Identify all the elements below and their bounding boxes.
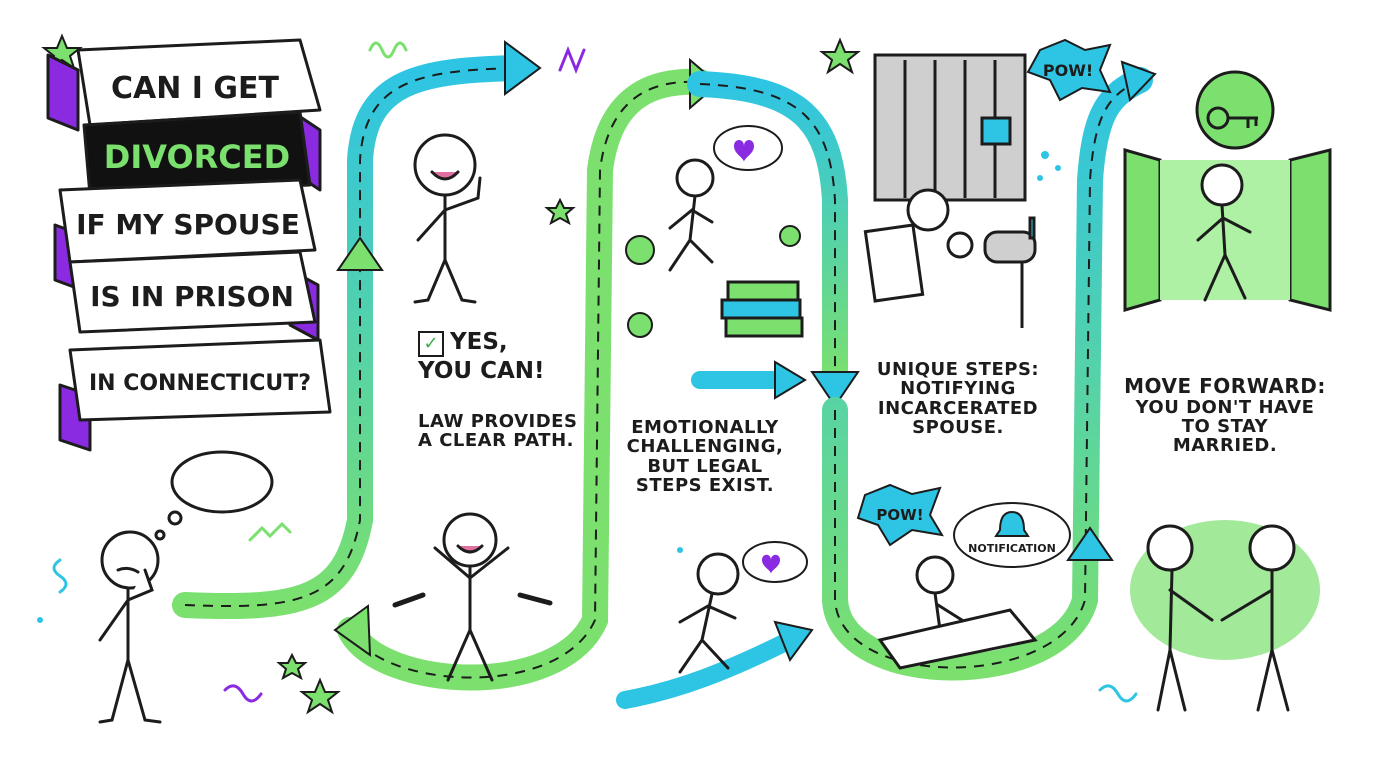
move-line2: YOU DON'T HAVE: [1135, 396, 1315, 418]
unique-steps-text: UNIQUE STEPS: NOTIFYING INCARCERATED SPO…: [868, 360, 1048, 438]
chain-breaking-person: [392, 512, 553, 682]
move-line1: MOVE FORWARD:: [1124, 374, 1326, 398]
yes-body-line2: A CLEAR PATH.: [418, 430, 574, 452]
arrowhead-up-1: [336, 236, 384, 271]
title-line-2: DIVORCED: [104, 138, 290, 176]
heart-icon-bottom: [762, 554, 780, 574]
bell-icon: [994, 510, 1030, 537]
pow-burst-top: [1026, 38, 1112, 102]
document-person: [863, 188, 974, 303]
notification-label: NOTIFICATION: [968, 542, 1056, 555]
title-line-5: IN CONNECTICUT?: [89, 371, 311, 396]
arrowhead-up-4: [1066, 526, 1114, 561]
title-line-3: IF MY SPOUSE: [76, 208, 300, 241]
title-line-4: IS IN PRISON: [90, 280, 294, 313]
happy-person: [413, 133, 482, 304]
unique-line4: SPOUSE.: [912, 417, 1004, 439]
emotional-line4: STEPS EXIST.: [635, 475, 775, 497]
arrowhead-4: [1120, 60, 1157, 103]
pow-label-top: POW!: [1043, 61, 1093, 80]
pow-label-mid: POW!: [876, 506, 923, 524]
thinking-person: [98, 530, 162, 724]
check-icon: ✓: [418, 331, 444, 357]
unique-line2: NOTIFYING: [900, 378, 1016, 400]
unique-line1: UNIQUE STEPS:: [876, 359, 1040, 380]
thought-cloud-left: [154, 450, 274, 541]
unique-line3: INCARCERATED: [877, 397, 1039, 419]
arrowhead-1: [504, 40, 542, 96]
book-stack: [720, 280, 804, 338]
walking-person: [1196, 163, 1252, 302]
yes-heading-line2: YOU CAN!: [418, 358, 545, 384]
move-forward-text: MOVE FORWARD: YOU DON'T HAVE TO STAY MAR…: [1120, 374, 1330, 457]
move-line4: MARRIED.: [1172, 435, 1278, 457]
arrowhead-left-2: [333, 604, 372, 658]
prison-gate-icon: [873, 53, 1027, 202]
heart-icon-top: [734, 140, 754, 162]
decorative-dots: [37, 151, 1061, 623]
decorative-squiggles: [52, 41, 1138, 703]
gear-icons: [625, 225, 801, 338]
emotional-line3: BUT LEGAL: [647, 455, 763, 477]
yes-heading: ✓YES, YOU CAN!: [418, 330, 588, 384]
climbing-person: [668, 158, 715, 272]
emotional-line1: EMOTIONALLY: [631, 417, 779, 438]
emotional-text: EMOTIONALLY CHALLENGING, BUT LEGAL STEPS…: [620, 418, 790, 496]
yes-body-line1: LAW PROVIDES: [418, 411, 578, 432]
yes-body: LAW PROVIDES A CLEAR PATH.: [418, 412, 588, 451]
title-banner: [46, 38, 332, 452]
key-icon: [1206, 106, 1258, 130]
yes-heading-line1: YES,: [450, 329, 508, 355]
arrowhead-3: [810, 371, 860, 408]
move-line3: TO STAY: [1181, 416, 1269, 438]
writing-person: [877, 555, 1038, 670]
mailbox-icon: [983, 216, 1037, 328]
title-line-1: CAN I GET: [111, 71, 280, 106]
running-person: [678, 552, 740, 674]
handshake-people: [1146, 524, 1296, 712]
pow-burst-mid: [856, 483, 944, 547]
bottom-diagonal-arrow: [616, 631, 799, 709]
emotional-line2: CHALLENGING,: [626, 436, 784, 458]
